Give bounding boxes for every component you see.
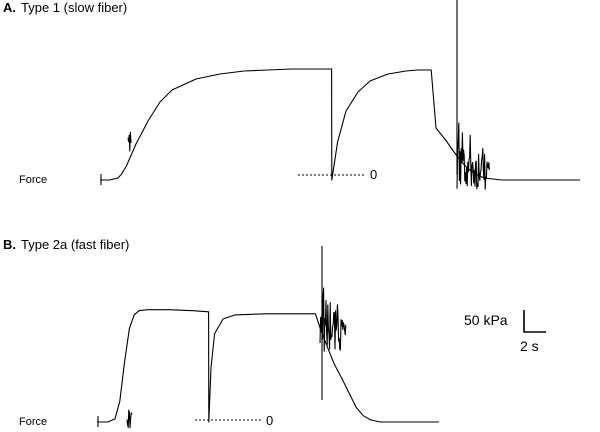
panel-b-force-label: Force xyxy=(19,416,47,428)
panel-a-zero-label: 0 xyxy=(370,167,377,182)
panel-b-letter: B. xyxy=(3,237,16,252)
panel-b-zero-label: 0 xyxy=(266,413,273,428)
stimulus-artifact-mark xyxy=(127,131,132,152)
stimulus-artifact-mark xyxy=(126,409,133,429)
scale-bar-lines xyxy=(523,310,546,333)
scale-bar: 50 kPa 2 s xyxy=(464,310,546,354)
panel-b-title: Type 2a (fast fiber) xyxy=(21,237,129,252)
panel-a-letter: A. xyxy=(3,0,16,15)
panel-a-trace-group xyxy=(100,0,580,190)
panel-a-force-label: Force xyxy=(19,174,47,186)
panel-b-trace-group xyxy=(97,246,439,429)
force-trace-line xyxy=(97,309,439,423)
scale-bar-time-label: 2 s xyxy=(520,338,539,354)
force-trace-line xyxy=(100,68,580,181)
stimulus-artifact-mark xyxy=(319,287,347,352)
stimulus-artifact-mark xyxy=(456,122,490,190)
panel-b: B. Type 2a (fast fiber) Force 0 xyxy=(3,237,439,429)
scale-bar-force-label: 50 kPa xyxy=(464,312,508,328)
panel-a: A. Type 1 (slow fiber) Force 0 xyxy=(3,0,580,190)
panel-a-title: Type 1 (slow fiber) xyxy=(21,0,127,15)
